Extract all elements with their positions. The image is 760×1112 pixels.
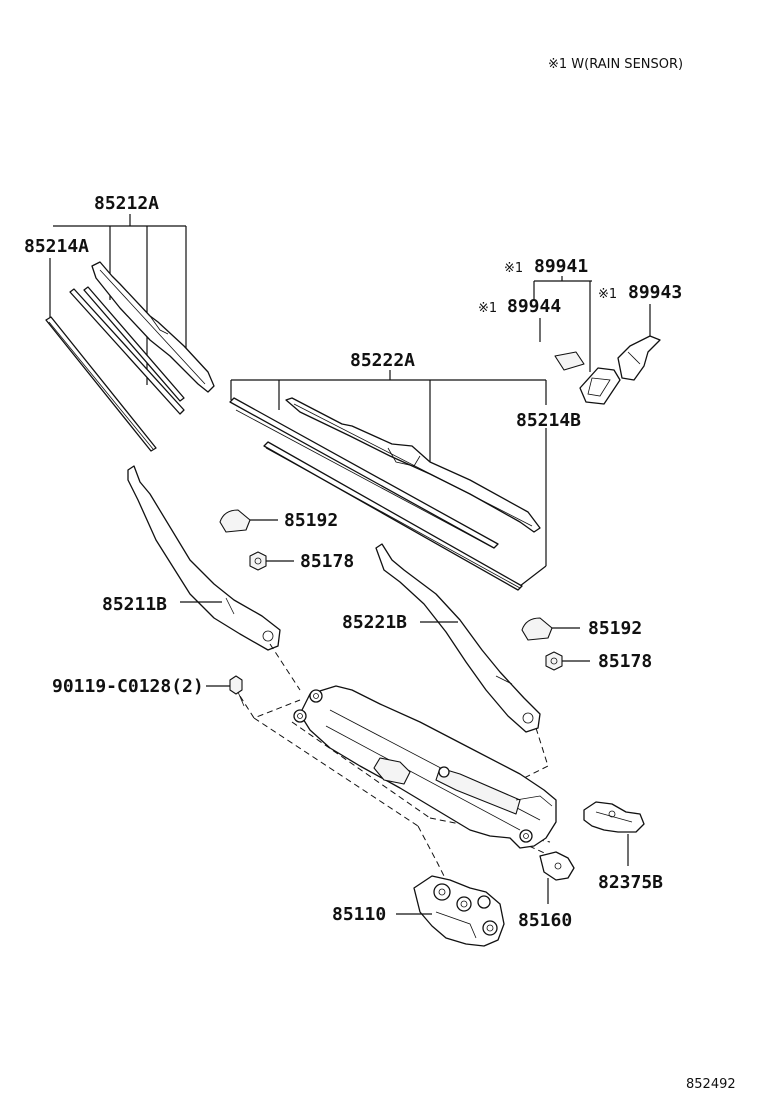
part-label-82375B[interactable]: 82375B bbox=[598, 872, 663, 893]
rain-sensor-pad-89944 bbox=[554, 351, 585, 371]
part-label-89944[interactable]: 89944 bbox=[507, 296, 561, 317]
rain-sensor-leader-lines bbox=[533, 276, 651, 372]
part-label-85178-lower[interactable]: 85178 bbox=[598, 651, 652, 672]
right-blade-insert-85214B bbox=[263, 441, 523, 591]
part-label-90119-C0128[interactable]: 90119-C0128(2) bbox=[52, 676, 204, 697]
right-blade-refill-rubber bbox=[229, 397, 499, 549]
part-label-85214B[interactable]: 85214B bbox=[516, 410, 581, 431]
left-wiper-blade bbox=[91, 261, 215, 393]
pivot-cap-85192-lower bbox=[521, 617, 553, 641]
part-label-85178-upper[interactable]: 85178 bbox=[300, 551, 354, 572]
bolt-90119 bbox=[229, 675, 245, 707]
part-label-85212A[interactable]: 85212A bbox=[94, 193, 159, 214]
part-label-85221B[interactable]: 85221B bbox=[342, 612, 407, 633]
right-blade-leader-lines bbox=[230, 370, 547, 587]
rain-sensor-mark-89941: ※1 bbox=[504, 261, 523, 276]
rain-sensor-unit-89941 bbox=[579, 367, 621, 405]
arm-nut-85178-lower bbox=[545, 651, 563, 671]
wiper-linkage bbox=[293, 685, 557, 849]
rain-sensor-note: ※1 W(RAIN SENSOR) bbox=[548, 57, 683, 72]
right-wiper-blade bbox=[285, 397, 541, 533]
rain-sensor-mark-89944: ※1 bbox=[478, 301, 497, 316]
part-label-85222A[interactable]: 85222A bbox=[350, 350, 415, 371]
part-label-85214A[interactable]: 85214A bbox=[24, 236, 89, 257]
wiper-crank-arm bbox=[539, 851, 575, 881]
part-label-85192-upper[interactable]: 85192 bbox=[284, 510, 338, 531]
right-wiper-arm bbox=[375, 543, 541, 733]
part-label-85211B[interactable]: 85211B bbox=[102, 594, 167, 615]
part-label-85192-lower[interactable]: 85192 bbox=[588, 618, 642, 639]
left-blade-refill-rubber bbox=[69, 286, 185, 415]
rain-sensor-cover-89943 bbox=[617, 335, 661, 381]
left-wiper-arm bbox=[127, 465, 281, 651]
rain-sensor-mark-89943: ※1 bbox=[598, 287, 617, 302]
pivot-cap-85192-upper bbox=[219, 509, 251, 533]
left-blade-insert-85214A bbox=[45, 316, 157, 452]
diagram-code: 852492 bbox=[686, 1077, 736, 1092]
part-label-89941[interactable]: 89941 bbox=[534, 256, 588, 277]
wiper-motor bbox=[413, 875, 505, 947]
part-label-85160[interactable]: 85160 bbox=[518, 910, 572, 931]
wire-harness-connector bbox=[583, 801, 645, 833]
part-label-89943[interactable]: 89943 bbox=[628, 282, 682, 303]
arm-nut-85178-upper bbox=[249, 551, 267, 571]
part-label-85110[interactable]: 85110 bbox=[332, 904, 386, 925]
